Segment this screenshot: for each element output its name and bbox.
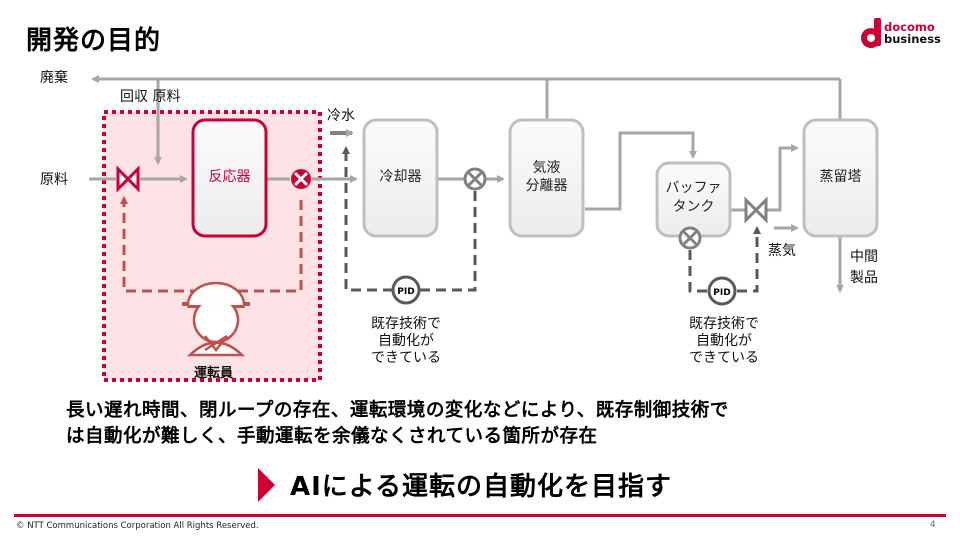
reactor-sensor-icon[interactable] — [291, 169, 311, 189]
separator-to-buffer-pipe — [585, 131, 697, 211]
inlet-valve-icon[interactable] — [116, 165, 140, 193]
cooler-vessel[interactable] — [362, 118, 439, 238]
reactor-vessel[interactable] — [191, 118, 268, 238]
docomo-business-logo: docomo business — [860, 18, 950, 52]
buffer-outlet-valve-icon[interactable] — [744, 196, 768, 224]
separator-label-line1: 気液 — [532, 160, 561, 176]
operator-icon — [182, 281, 250, 357]
problem-statement-line1: 長い遅れ時間、閉ループの存在、運転環境の変化などにより、既存制御技術で — [66, 400, 729, 421]
separator-label-line2: 分離器 — [525, 178, 568, 194]
pid-controller-1-label: PID — [397, 287, 414, 297]
pid-note-2-line3: できている — [689, 350, 759, 366]
waste-pipe — [91, 75, 842, 120]
distillation-column-vessel[interactable] — [802, 118, 879, 238]
logo-text-docomo: docomo — [884, 20, 935, 34]
pid-note-1: 既存技術で 自動化が できている — [356, 316, 456, 367]
pid-note-1-line1: 既存技術で — [371, 316, 441, 332]
footer-divider — [14, 514, 946, 517]
pid-note-1-line3: できている — [371, 350, 441, 366]
copyright-text: © NTT Communications Corporation All Rig… — [16, 521, 259, 531]
buffer-label-line2: タンク — [672, 199, 715, 215]
raw-material-label: 原料 — [40, 172, 68, 188]
separator-vessel[interactable] — [508, 118, 585, 238]
product-label-line2: 製品 — [850, 270, 878, 286]
steam-label: 蒸気 — [768, 243, 796, 259]
waste-label: 廃棄 — [40, 70, 68, 86]
process-flow-diagram: PID PID — [89, 75, 879, 382]
cooling-water-label: 冷水 — [327, 108, 355, 124]
pid-controller-2-label: PID — [713, 288, 730, 298]
pid-controller-1[interactable]: PID — [391, 275, 421, 305]
pid-note-2-line2: 自動化が — [696, 333, 752, 349]
pid-note-2: 既存技術で 自動化が できている — [674, 316, 774, 367]
product-label-line1: 中間 — [850, 249, 878, 265]
buffer-label-line1: バッファ — [665, 180, 722, 196]
page-title: 開発の目的 — [26, 26, 162, 56]
goal-triangle-icon — [258, 468, 275, 502]
pid-note-1-line2: 自動化が — [378, 333, 434, 349]
goal-statement: AIによる運転の自動化を目指す — [290, 472, 673, 502]
docomo-d-icon — [861, 18, 881, 48]
pid-note-2-line1: 既存技術で — [689, 316, 759, 332]
pid-controller-2[interactable]: PID — [707, 276, 737, 306]
cooler-sensor-icon[interactable] — [463, 167, 487, 191]
distillation-label: 蒸留塔 — [819, 169, 862, 185]
pid1-measure-line — [419, 191, 477, 292]
logo-text-business: business — [884, 32, 941, 46]
operator-label: 運転員 — [194, 366, 234, 381]
page-number: 4 — [930, 520, 936, 530]
problem-statement: 長い遅れ時間、閉ループの存在、運転環境の変化などにより、既存制御技術で は自動化… — [66, 398, 729, 450]
buffer-sensor-icon[interactable] — [678, 226, 702, 250]
cooler-label: 冷却器 — [379, 169, 422, 185]
pid2-measure-line — [688, 250, 707, 293]
distillation-feed-pipe — [766, 144, 799, 212]
problem-statement-line2: は自動化が難しく、手動運転を余儀なくされている箇所が存在 — [66, 426, 598, 447]
pid2-output-line — [737, 226, 761, 293]
reactor-label: 反応器 — [208, 169, 251, 185]
recovered-raw-label: 回収 原料 — [120, 89, 181, 105]
